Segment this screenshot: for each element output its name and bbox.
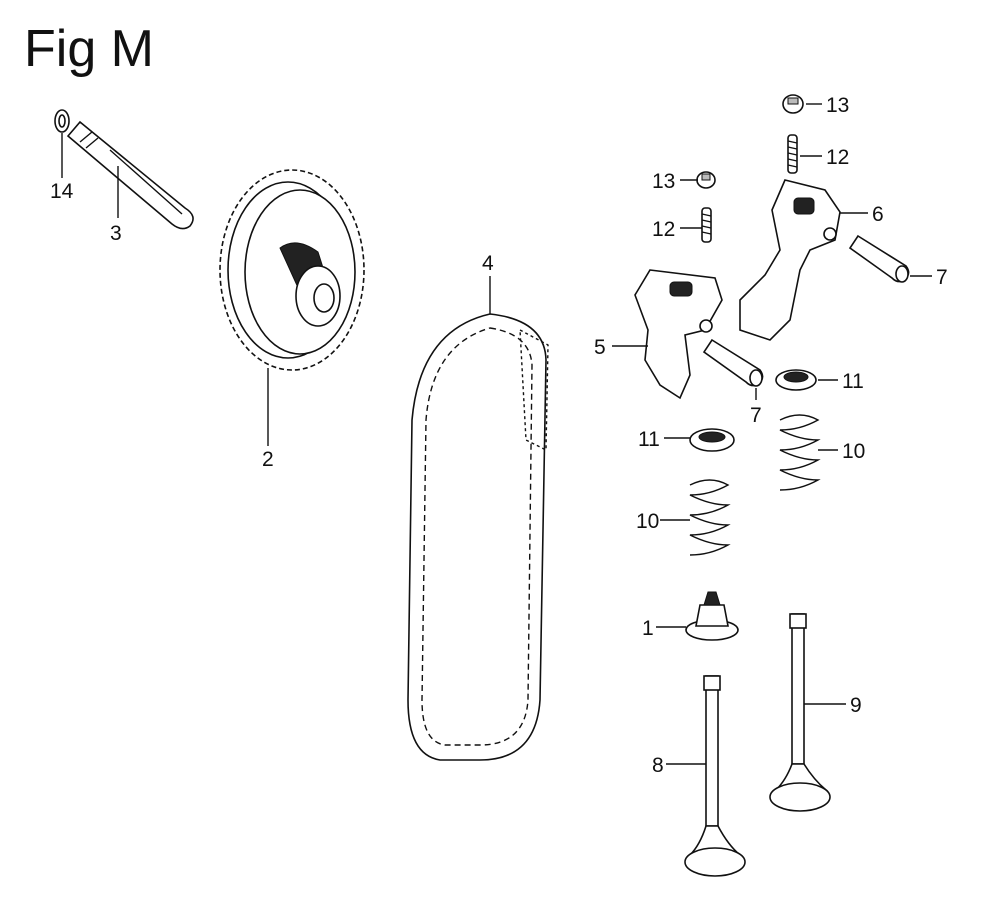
part-rocker-arm-5 (634, 269, 723, 400)
callout-12-left: 12 (652, 218, 675, 241)
leader-lines (61, 103, 932, 765)
part-rocker-arm-6 (739, 179, 841, 341)
callout-4: 4 (482, 252, 494, 275)
part-pulley-2 (219, 169, 365, 371)
part-nut-13-left (696, 171, 716, 189)
part-nut-13-right (782, 94, 804, 114)
callout-labels: 14 3 2 4 13 12 13 12 6 7 5 7 11 11 10 10… (50, 94, 948, 777)
part-spring-10-left (689, 479, 731, 556)
callout-11-left: 11 (638, 428, 660, 451)
callout-8: 8 (652, 754, 664, 777)
part-screw-12-right (787, 134, 798, 174)
callout-6: 6 (872, 203, 884, 226)
part-spring-10-right (779, 414, 821, 491)
part-pin-7-upper (848, 234, 910, 283)
callout-13-left: 13 (652, 170, 675, 193)
callout-13-right: 13 (826, 94, 849, 117)
part-retainer-11-left (689, 428, 735, 452)
figure-title: Fig M (24, 20, 154, 78)
part-valve-9 (769, 613, 831, 812)
callout-9: 9 (850, 694, 862, 717)
callout-5: 5 (594, 336, 606, 359)
part-shaft-3 (66, 120, 194, 230)
callout-3: 3 (110, 222, 122, 245)
part-valve-seal-1 (685, 591, 739, 641)
part-belt-4 (407, 313, 549, 761)
callout-10-left: 10 (636, 510, 659, 533)
callout-1: 1 (642, 617, 654, 640)
callout-14: 14 (50, 180, 74, 203)
part-screw-12-left (701, 207, 712, 243)
part-retainer-11-right (775, 369, 817, 391)
callout-7-lower: 7 (750, 404, 762, 427)
callout-2: 2 (262, 448, 274, 471)
part-valve-8 (684, 675, 746, 877)
callout-11-right: 11 (842, 370, 864, 393)
part-pin-7-lower (702, 338, 764, 387)
callout-12-right: 12 (826, 146, 849, 169)
callout-10-right: 10 (842, 440, 865, 463)
callout-7-upper: 7 (936, 266, 948, 289)
part-ring-14 (54, 109, 70, 133)
